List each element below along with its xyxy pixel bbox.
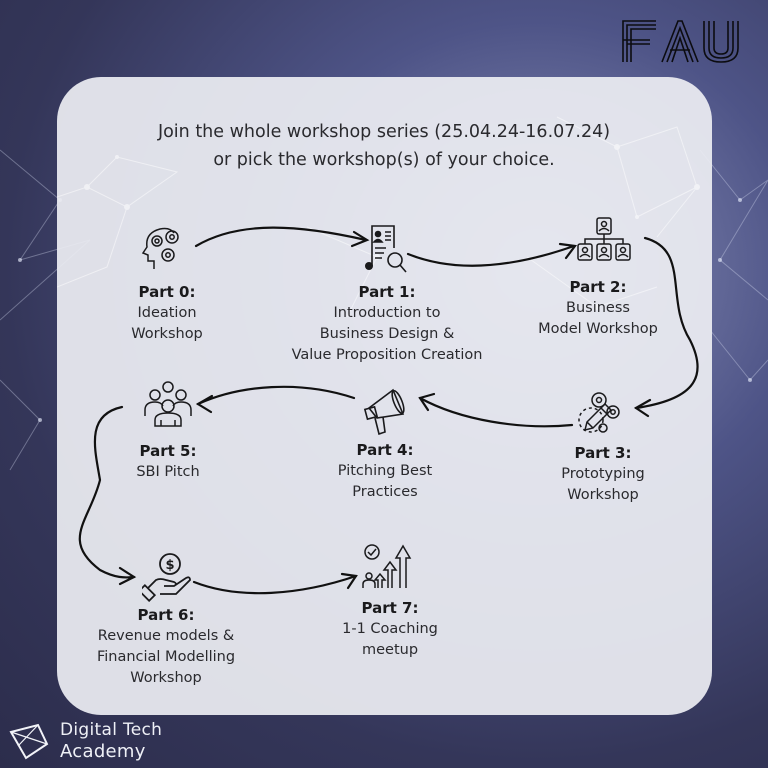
academy-line-1: Digital Tech: [60, 720, 163, 740]
step-title: Part 1:: [358, 283, 416, 301]
step-desc-line: Value Proposition Creation: [291, 347, 483, 363]
step-desc-line: Financial Modelling: [96, 649, 236, 665]
step-part-5[interactable]: Part 5: SBI Pitch: [136, 441, 199, 483]
step-part-0[interactable]: Part 0: Ideation Workshop: [131, 282, 203, 345]
step-desc-line: SBI Pitch: [136, 464, 200, 480]
document-search-icon: [365, 225, 407, 273]
academy-polygon-icon: [9, 723, 49, 760]
step-desc-line: Prototyping: [561, 466, 645, 482]
step-part-3[interactable]: Part 3: Prototyping Workshop: [561, 443, 644, 506]
card-network-pattern: [57, 116, 700, 318]
step-title: Part 7:: [361, 599, 419, 617]
step-title: Part 6:: [137, 606, 195, 624]
step-part-7[interactable]: Part 7: 1-1 Coaching meetup: [342, 598, 438, 661]
step-part-4[interactable]: Part 4: Pitching Best Practices: [338, 440, 432, 503]
step-part-6[interactable]: Part 6: Revenue models & Financial Model…: [97, 605, 235, 689]
step-desc-line: Workshop: [567, 487, 639, 503]
step-desc-line: Model Workshop: [538, 321, 658, 337]
step-title: Part 5:: [139, 442, 197, 460]
growth-coaching-icon: [362, 544, 412, 588]
step-desc-line: Ideation: [137, 305, 197, 321]
step-title: Part 4:: [356, 441, 414, 459]
digital-tech-academy-logo: Digital Tech Academy: [8, 720, 162, 762]
step-desc-line: Business: [566, 300, 630, 316]
step-desc-line: Revenue models &: [97, 628, 235, 644]
step-title: Part 2:: [569, 278, 627, 296]
step-desc-line: Practices: [352, 484, 418, 500]
step-desc-line: meetup: [361, 642, 419, 658]
pencil-gears-icon: [578, 392, 620, 433]
hand-coin-icon: $: [142, 553, 191, 602]
step-title: Part 3:: [574, 444, 632, 462]
team-icon: [144, 381, 192, 427]
fau-logo: [622, 20, 739, 63]
step-desc-line: Pitching Best: [337, 463, 433, 479]
step-part-1[interactable]: Part 1: Introduction to Business Design …: [292, 282, 483, 366]
org-chart-icon: [577, 217, 631, 261]
step-desc-line: Workshop: [130, 670, 202, 686]
headline-line-1: Join the whole workshop series (25.04.24…: [157, 122, 611, 142]
svg-text:$: $: [165, 558, 174, 573]
megaphone-icon: [363, 388, 405, 436]
step-desc-line: Introduction to: [333, 305, 441, 321]
brain-gears-icon: [141, 227, 179, 269]
step-title: Part 0:: [138, 283, 196, 301]
step-desc-line: Business Design &: [319, 326, 455, 342]
academy-line-2: Academy: [60, 741, 146, 762]
step-desc-line: Workshop: [131, 326, 203, 342]
step-part-2[interactable]: Part 2: Business Model Workshop: [538, 277, 658, 340]
step-desc-line: 1-1 Coaching: [342, 621, 438, 637]
headline-line-2: or pick the workshop(s) of your choice.: [213, 150, 555, 170]
headline: Join the whole workshop series (25.04.24…: [0, 118, 768, 174]
